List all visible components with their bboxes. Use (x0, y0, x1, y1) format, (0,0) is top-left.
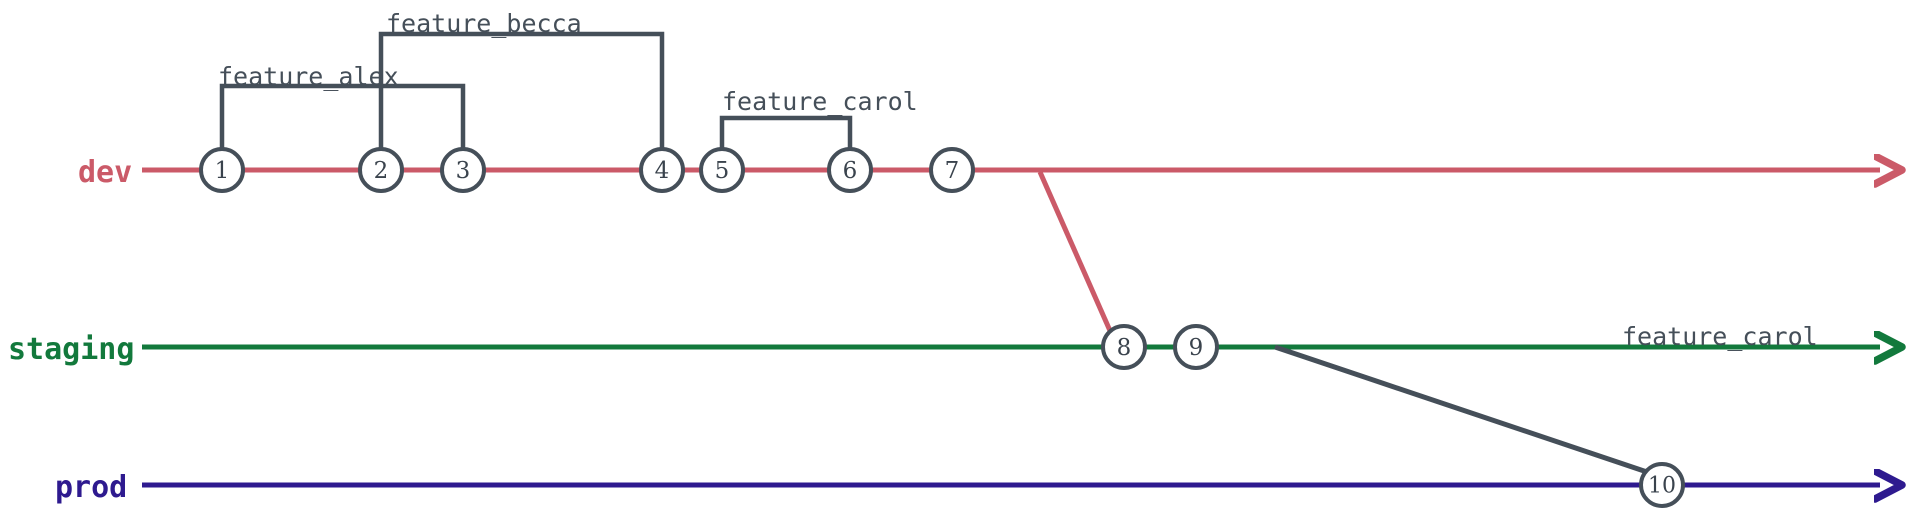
feature-label-carol-prod: feature_carol (1622, 322, 1818, 351)
merge-line-dev-to-staging[interactable] (1037, 170, 1114, 335)
feature-brackets-group (219, 31, 853, 149)
commit-node-3-label: 3 (456, 158, 471, 184)
merge-line-staging-to-prod[interactable] (1274, 344, 1651, 476)
commit-node-7-label: 7 (945, 158, 960, 184)
commit-node-2-label: 2 (374, 158, 389, 184)
commit-node-8[interactable]: 8 (1101, 324, 1147, 370)
feature-label-becca: feature_becca (386, 9, 582, 38)
commit-node-4-label: 4 (655, 158, 670, 184)
branch-lines-group (142, 170, 1880, 485)
branch-label-staging: staging (8, 332, 134, 367)
commit-node-10[interactable]: 10 (1639, 462, 1685, 508)
commit-node-9[interactable]: 9 (1173, 324, 1219, 370)
commit-node-3[interactable]: 3 (440, 147, 486, 193)
commit-node-6-label: 6 (843, 158, 858, 184)
commit-node-5[interactable]: 5 (699, 147, 745, 193)
commit-node-10-label: 10 (1648, 474, 1676, 499)
commit-node-4[interactable]: 4 (639, 147, 685, 193)
commit-node-9-label: 9 (1189, 335, 1204, 361)
commit-node-8-label: 8 (1117, 335, 1132, 361)
feature-bracket-becca[interactable] (378, 31, 665, 149)
commit-node-5-label: 5 (715, 158, 730, 184)
feature-labels-group: feature_alex feature_becca feature_carol… (218, 9, 1818, 351)
commit-node-1[interactable]: 1 (199, 147, 245, 193)
merge-lines-group (1037, 170, 1651, 476)
branch-name-labels-group: dev staging prod (8, 155, 134, 505)
feature-bracket-alex[interactable] (219, 83, 466, 149)
commit-node-6[interactable]: 6 (827, 147, 873, 193)
feature-bracket-carol[interactable] (719, 115, 853, 149)
commit-nodes-group: 1 2 3 4 5 6 7 (199, 147, 1685, 508)
feature-label-carol-top: feature_carol (722, 87, 918, 116)
branch-label-dev: dev (78, 155, 132, 190)
commit-node-2[interactable]: 2 (358, 147, 404, 193)
branch-label-prod: prod (55, 470, 127, 505)
commit-node-7[interactable]: 7 (929, 147, 975, 193)
commit-node-1-label: 1 (215, 158, 230, 184)
feature-label-alex: feature_alex (218, 62, 399, 91)
